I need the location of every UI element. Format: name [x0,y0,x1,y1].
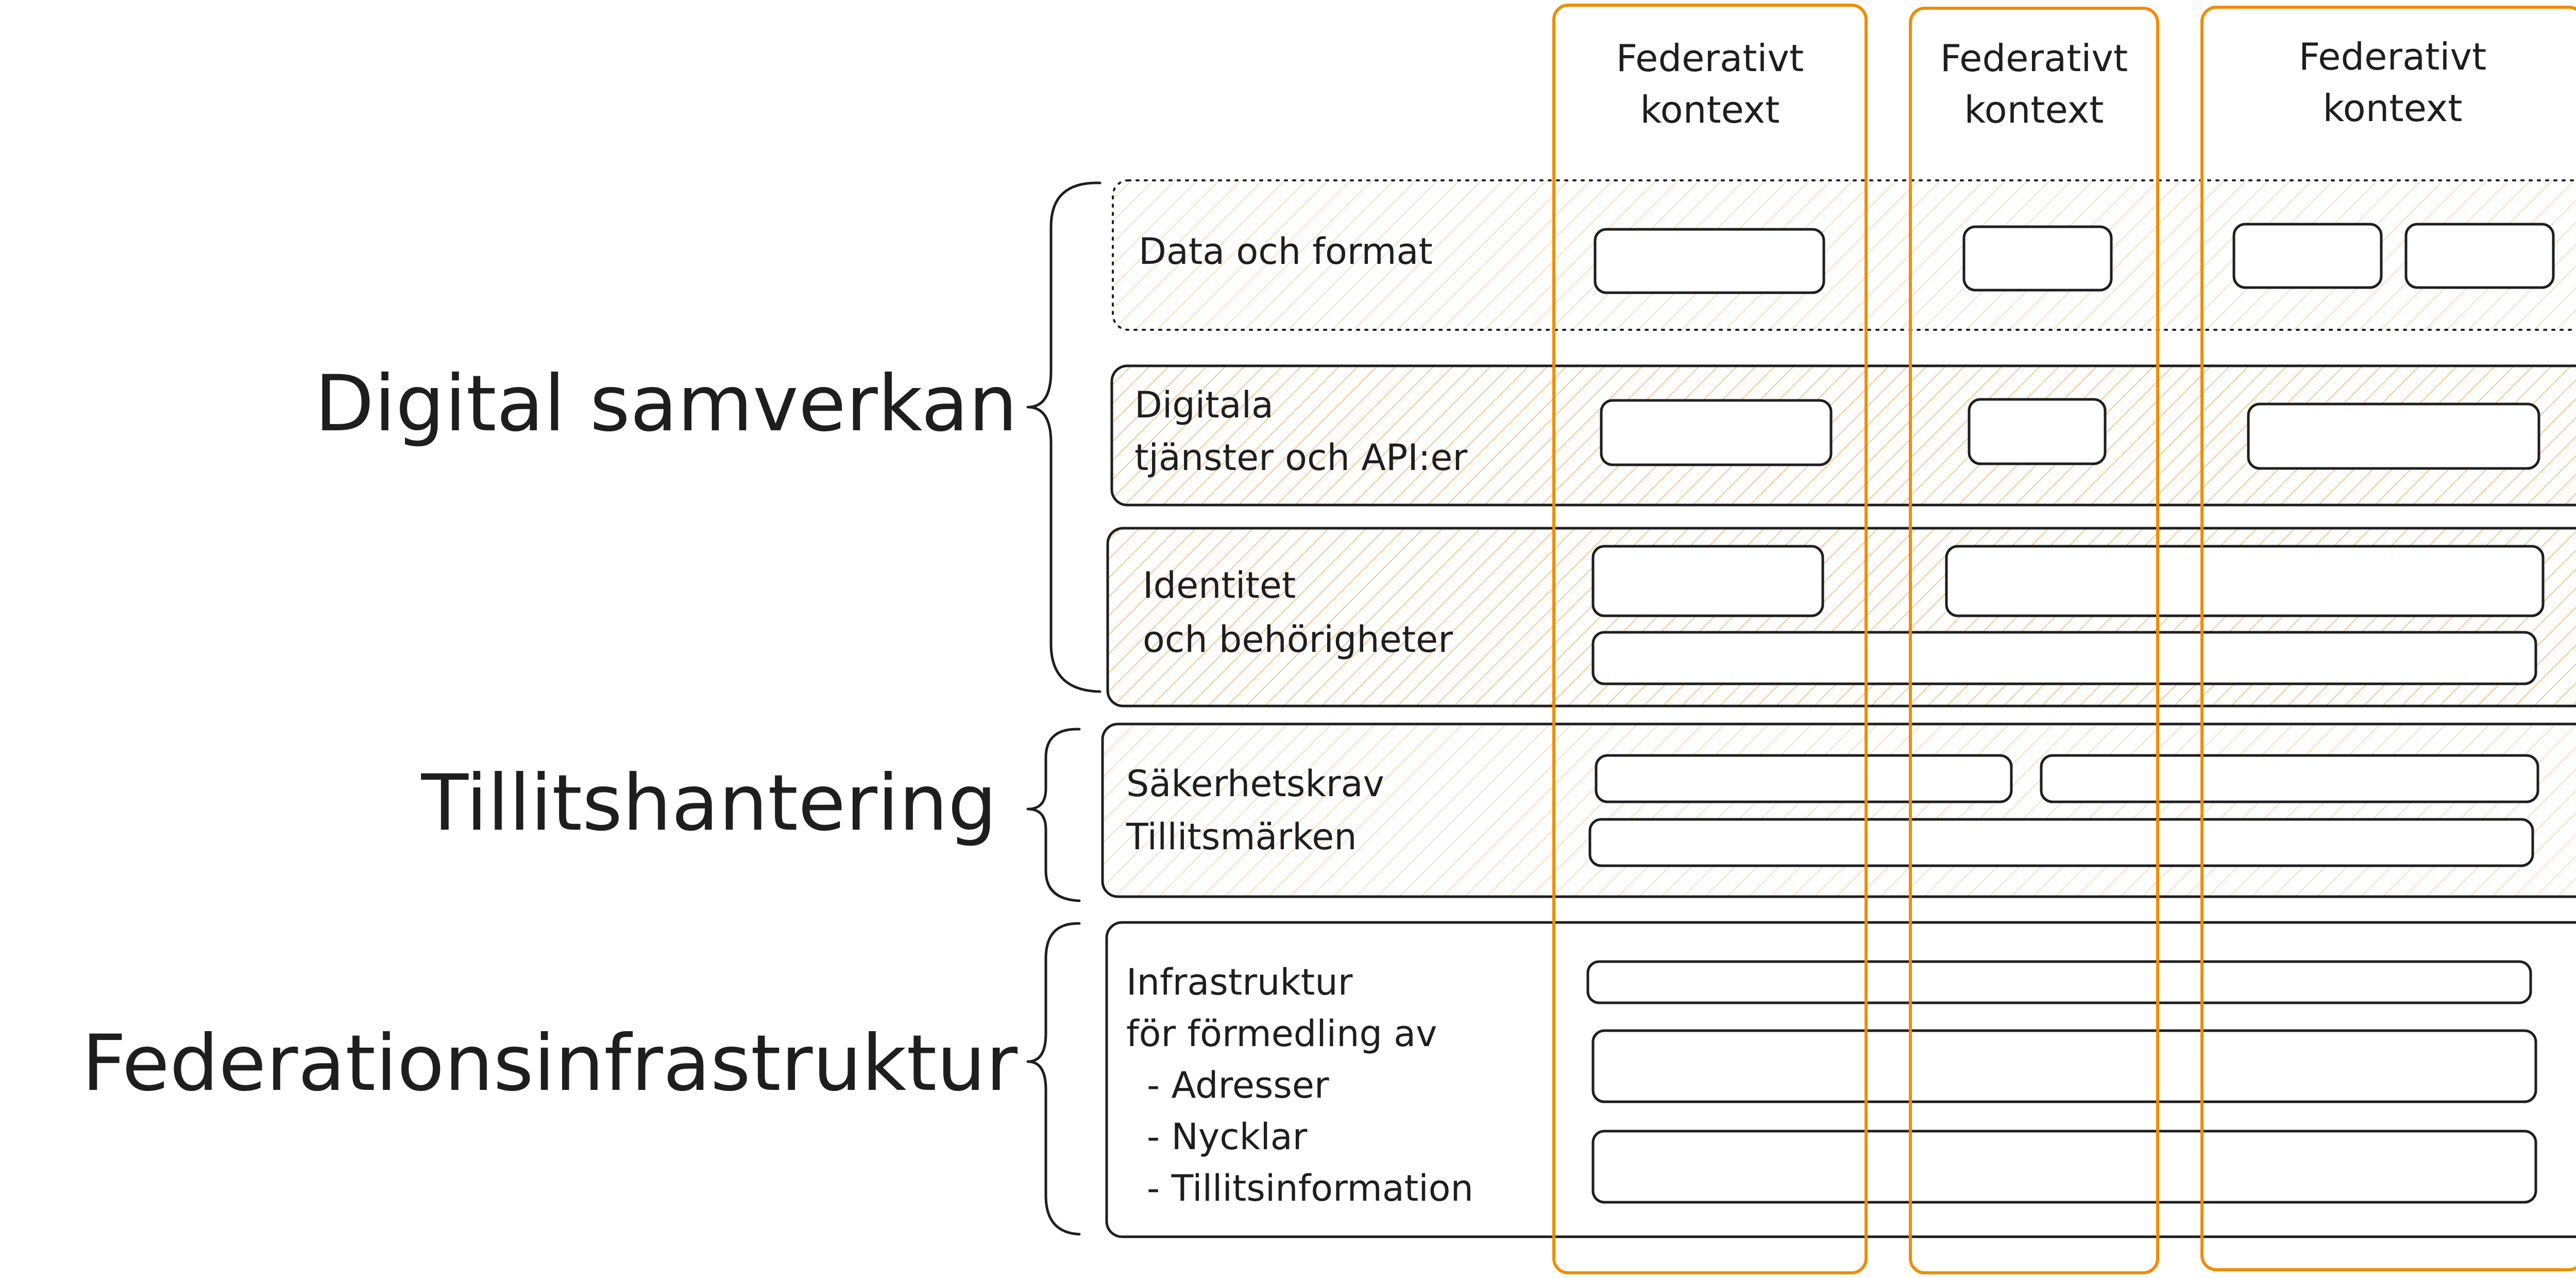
brace-federationsinfrastruktur [1026,922,1081,1236]
federated-context-column-2: Federativt kontext [1909,7,2159,1274]
layer-label-identity-1: Identitet [1143,564,1296,607]
component-box [1588,818,2534,867]
layer-label-services-1: Digitala [1134,384,1274,426]
brace-digital-samverkan [1026,181,1101,693]
column-label-line1: Federativt [1616,37,1804,80]
layer-label-infra-item-2: - Nycklar [1147,1116,1308,1158]
group-label-federationsinfrastruktur: Federationsinfrastruktur [82,1019,1018,1108]
component-box [1595,754,2013,803]
layer-data-och-format: Data och format [1112,179,2576,331]
layer-digitala-tjanster: Digitala tjänster och API:er [1110,364,2576,507]
component-box [2404,223,2555,289]
component-box [2232,223,2383,289]
layer-identitet: Identitet och behörigheter [1106,527,2576,708]
component-box [1594,228,1825,294]
brace-tillitshantering [1026,728,1081,902]
layer-label-infra-item-3: - Tillitsinformation [1147,1167,1473,1209]
column-label-line2: kontext [1964,88,2104,131]
component-box [2247,402,2540,470]
layer-label-infra-1: Infrastruktur [1126,961,1353,1003]
component-box [1586,960,2532,1004]
component-box [1968,398,2107,465]
group-label-tillitshantering: Tillitshantering [421,759,997,848]
component-box [1600,399,1833,466]
component-box [1591,631,2537,685]
component-box [1591,545,1824,617]
layer-label-data: Data och format [1139,230,1433,273]
component-box [1591,1029,2537,1103]
layer-label-security-2: Tillitsmärken [1126,816,1357,858]
component-box [1962,225,2113,292]
group-label-digital-samverkan: Digital samverkan [315,359,1018,449]
federated-context-column-3: Federativt kontext [2200,6,2576,1271]
federated-context-column-1: Federativt kontext [1552,4,1868,1274]
layer-infrastruktur: Infrastruktur för förmedling av - Adress… [1105,921,2576,1238]
layer-sakerhetskrav: Säkerhetskrav Tillitsmärken [1101,722,2576,898]
layer-label-services-2: tjänster och API:er [1134,436,1467,479]
component-box [1945,545,2545,617]
layer-label-identity-2: och behörigheter [1143,618,1453,661]
layer-label-infra-2: för förmedling av [1126,1013,1437,1055]
column-label-line2: kontext [2323,87,2463,130]
component-box [2040,754,2539,803]
column-label-line1: Federativt [2299,35,2487,78]
column-label-line2: kontext [1640,88,1780,131]
layer-label-security-1: Säkerhetskrav [1126,763,1384,805]
column-label-line1: Federativt [1940,37,2128,80]
layer-label-infra-item-1: - Adresser [1147,1064,1329,1106]
component-box [1591,1130,2537,1204]
